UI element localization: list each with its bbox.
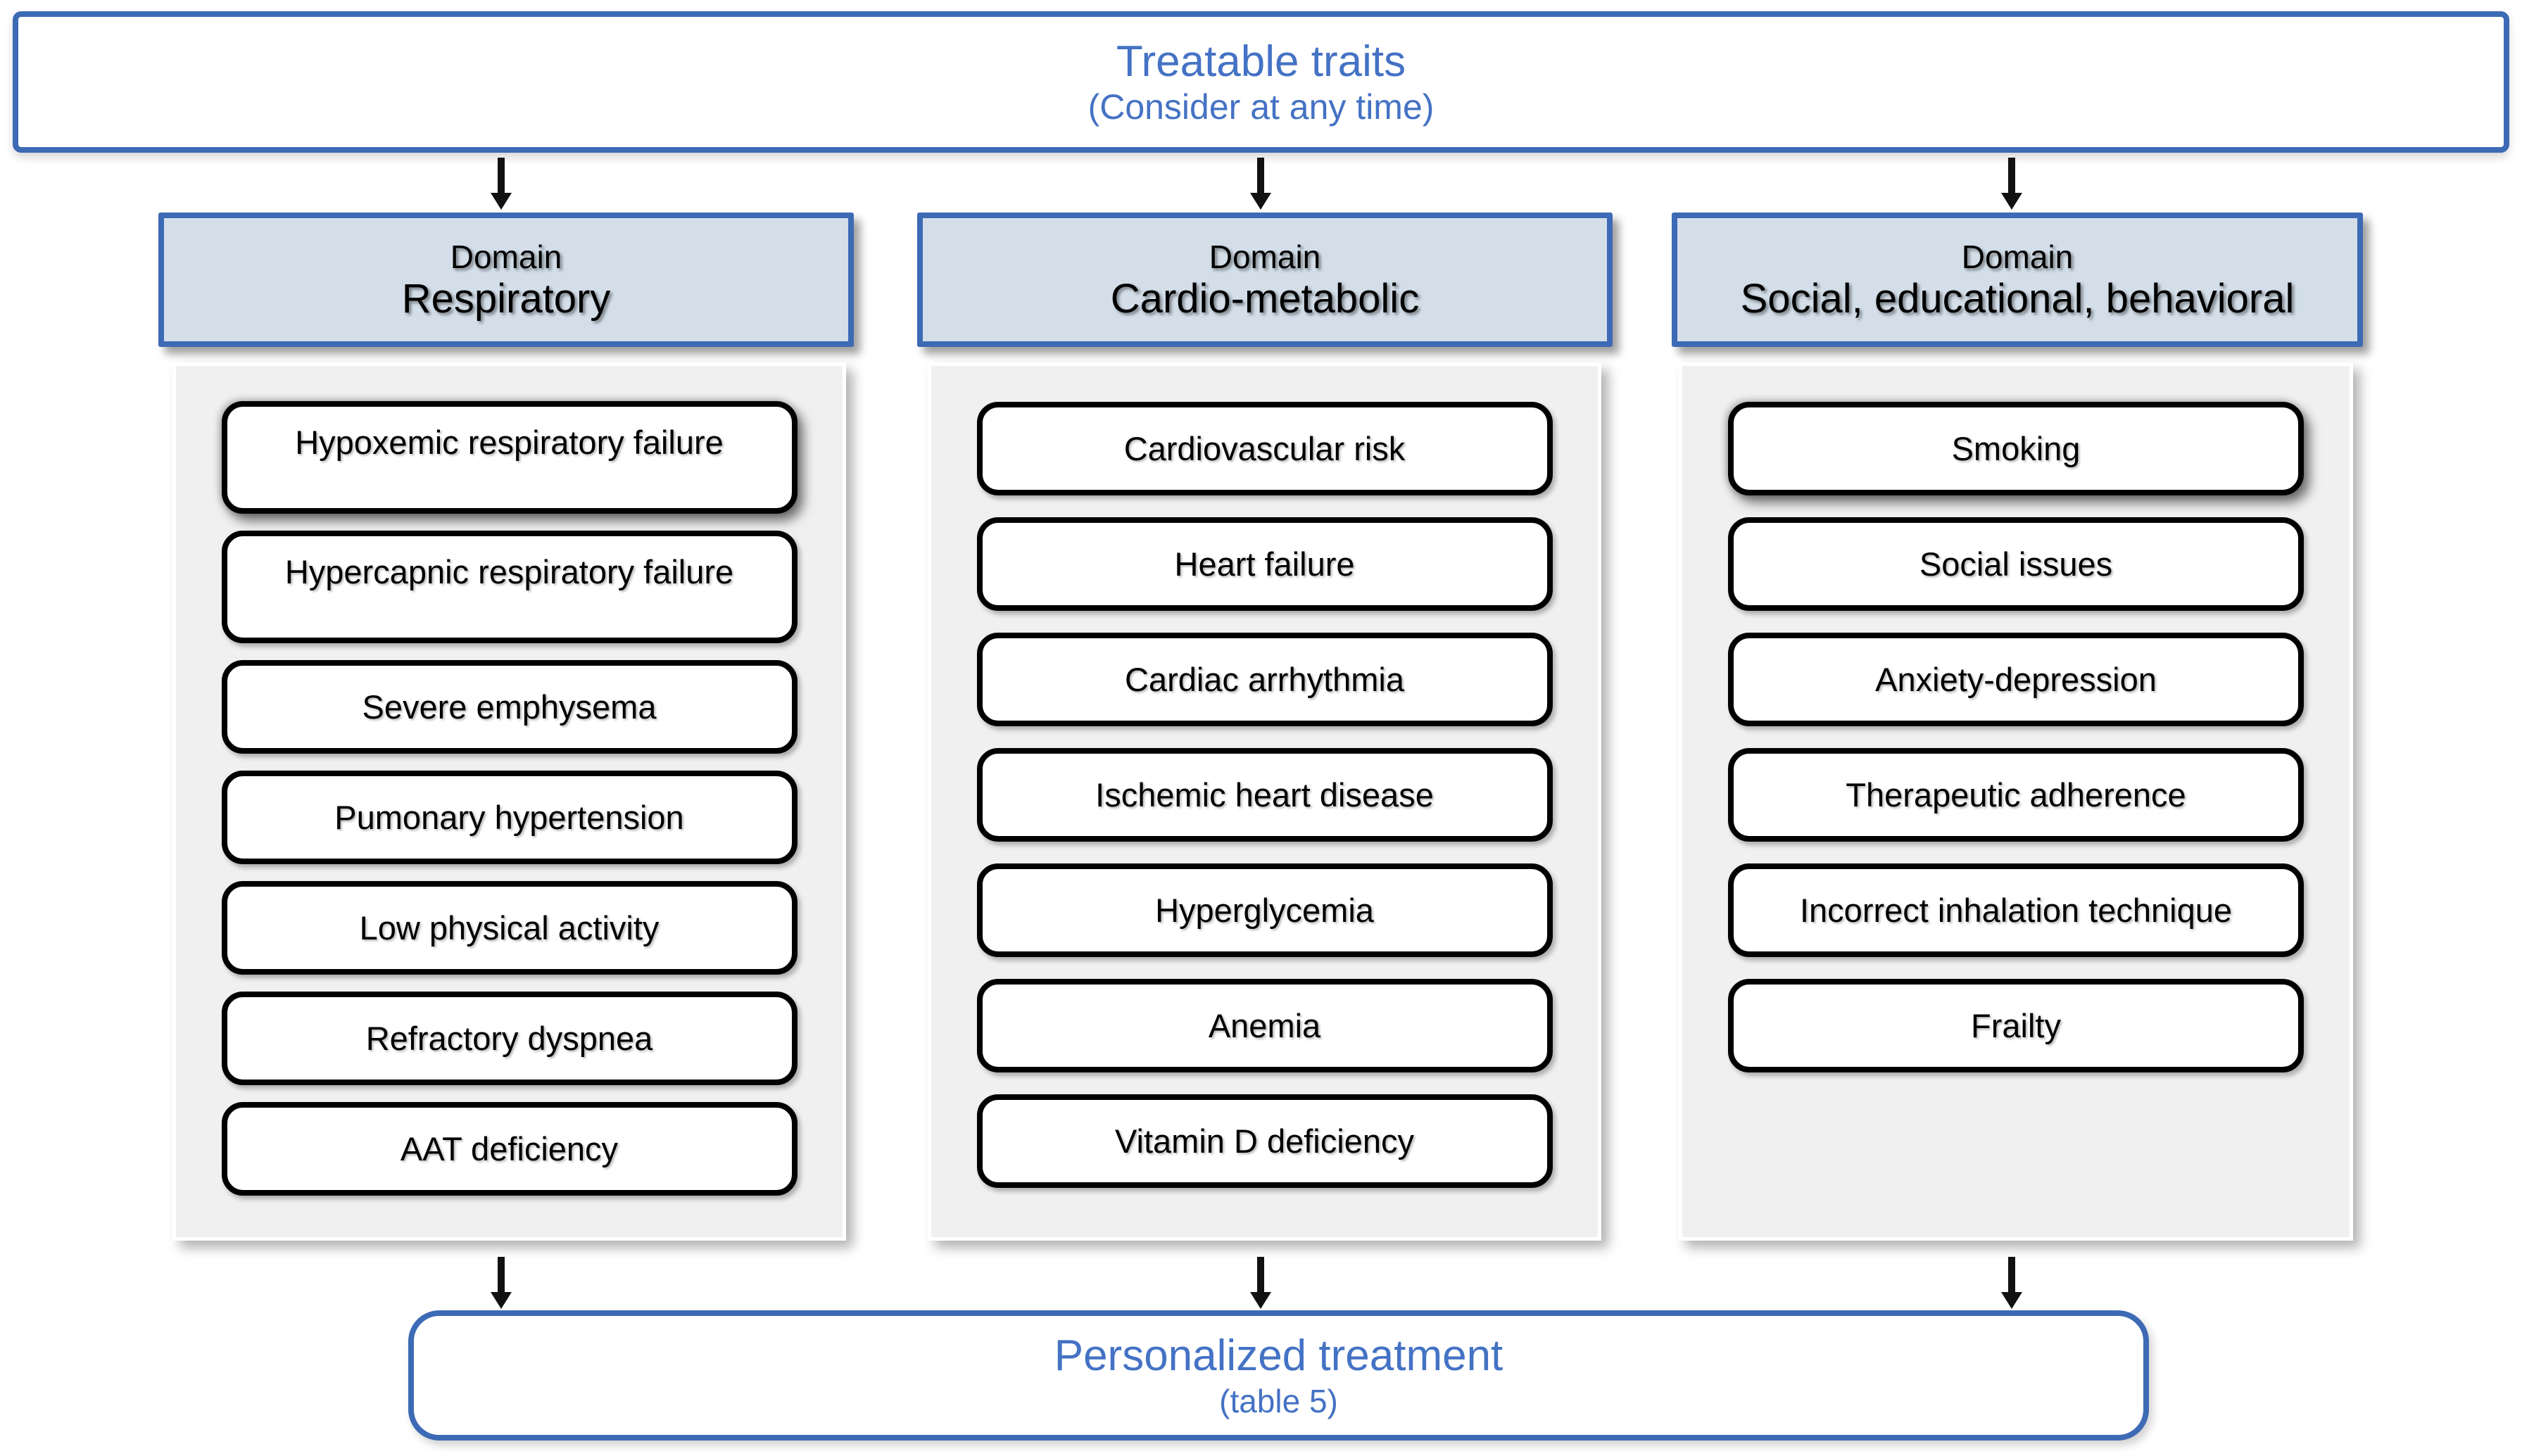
trait-box: Smoking	[1728, 402, 2304, 495]
trait-label: Cardiac arrhythmia	[1124, 661, 1405, 698]
personalized-treatment-subtitle: (table 5)	[1219, 1382, 1338, 1419]
down-arrow-icon	[1996, 1257, 2027, 1309]
trait-label: Social issues	[1919, 545, 2113, 583]
trait-box: Social issues	[1728, 517, 2304, 611]
trait-box: Hyperglycemia	[976, 863, 1553, 957]
domain-name: Respiratory	[401, 275, 611, 322]
domain-label: Domain	[1209, 238, 1321, 275]
figure-title: Treatable traits	[1116, 37, 1406, 86]
trait-label: Low physical activity	[359, 909, 660, 947]
domain-header-cardio-metabolic: Domain Cardio-metabolic	[917, 213, 1613, 347]
down-arrow-icon	[1245, 1257, 1276, 1309]
domain-name: Cardio-metabolic	[1110, 275, 1420, 322]
trait-box: Anemia	[976, 979, 1553, 1072]
trait-box: Anxiety-depression	[1728, 633, 2304, 726]
trait-box: Refractory dyspnea	[221, 992, 797, 1085]
trait-box: Cardiac arrhythmia	[976, 633, 1553, 726]
trait-label: Therapeutic adherence	[1846, 776, 2186, 814]
domain-label: Domain	[1961, 238, 2074, 275]
domain-name: Social, educational, behavioral	[1740, 275, 2295, 322]
trait-label: AAT deficiency	[400, 1130, 619, 1167]
trait-label: Ischemic heart disease	[1095, 776, 1434, 814]
trait-box: Hypoxemic respiratory failure	[221, 401, 797, 514]
domain-label: Domain	[450, 238, 562, 275]
trait-label: Hypoxemic respiratory failure	[295, 423, 724, 461]
trait-label: Anxiety-depression	[1875, 661, 2157, 698]
personalized-treatment-box: Personalized treatment (table 5)	[408, 1310, 2149, 1441]
personalized-treatment-title: Personalized treatment	[1054, 1331, 1503, 1380]
trait-box: AAT deficiency	[221, 1102, 797, 1196]
trait-label: Heart failure	[1174, 545, 1355, 583]
trait-label: Frailty	[1971, 1007, 2061, 1044]
trait-label: Hypercapnic respiratory failure	[284, 552, 734, 590]
trait-box: Vitamin D deficiency	[976, 1094, 1553, 1188]
trait-label: Anemia	[1208, 1007, 1321, 1044]
trait-label: Severe emphysema	[362, 688, 657, 726]
trait-label: Smoking	[1951, 430, 2081, 467]
domain-header-respiratory: Domain Respiratory	[158, 213, 854, 347]
down-arrow-icon	[486, 1257, 517, 1309]
trait-label: Cardiovascular risk	[1123, 430, 1406, 467]
trait-label: Refractory dyspnea	[365, 1020, 653, 1057]
down-arrow-icon	[1996, 158, 2027, 210]
down-arrow-icon	[1245, 158, 1276, 210]
trait-label: Vitamin D deficiency	[1115, 1122, 1414, 1160]
trait-box: Therapeutic adherence	[1728, 748, 2304, 842]
trait-box: Pumonary hypertension	[221, 771, 797, 864]
down-arrow-icon	[486, 158, 517, 210]
figure-subtitle: (Consider at any time)	[1087, 87, 1435, 127]
trait-box: Hypercapnic respiratory failure	[221, 531, 797, 643]
trait-label: Pumonary hypertension	[334, 799, 684, 836]
treatable-traits-box: Treatable traits (Consider at any time)	[13, 11, 2509, 153]
trait-box: Frailty	[1728, 979, 2304, 1072]
trait-box: Ischemic heart disease	[976, 748, 1553, 842]
trait-box: Severe emphysema	[221, 660, 797, 754]
trait-box: Cardiovascular risk	[976, 402, 1553, 495]
trait-box: Incorrect inhalation technique	[1728, 863, 2304, 957]
trait-box: Heart failure	[976, 517, 1553, 611]
trait-box: Low physical activity	[221, 881, 797, 975]
trait-label: Hyperglycemia	[1155, 892, 1374, 929]
trait-label: Incorrect inhalation technique	[1799, 892, 2232, 929]
domain-header-social-educational-behavioral: Domain Social, educational, behavioral	[1672, 213, 2363, 347]
